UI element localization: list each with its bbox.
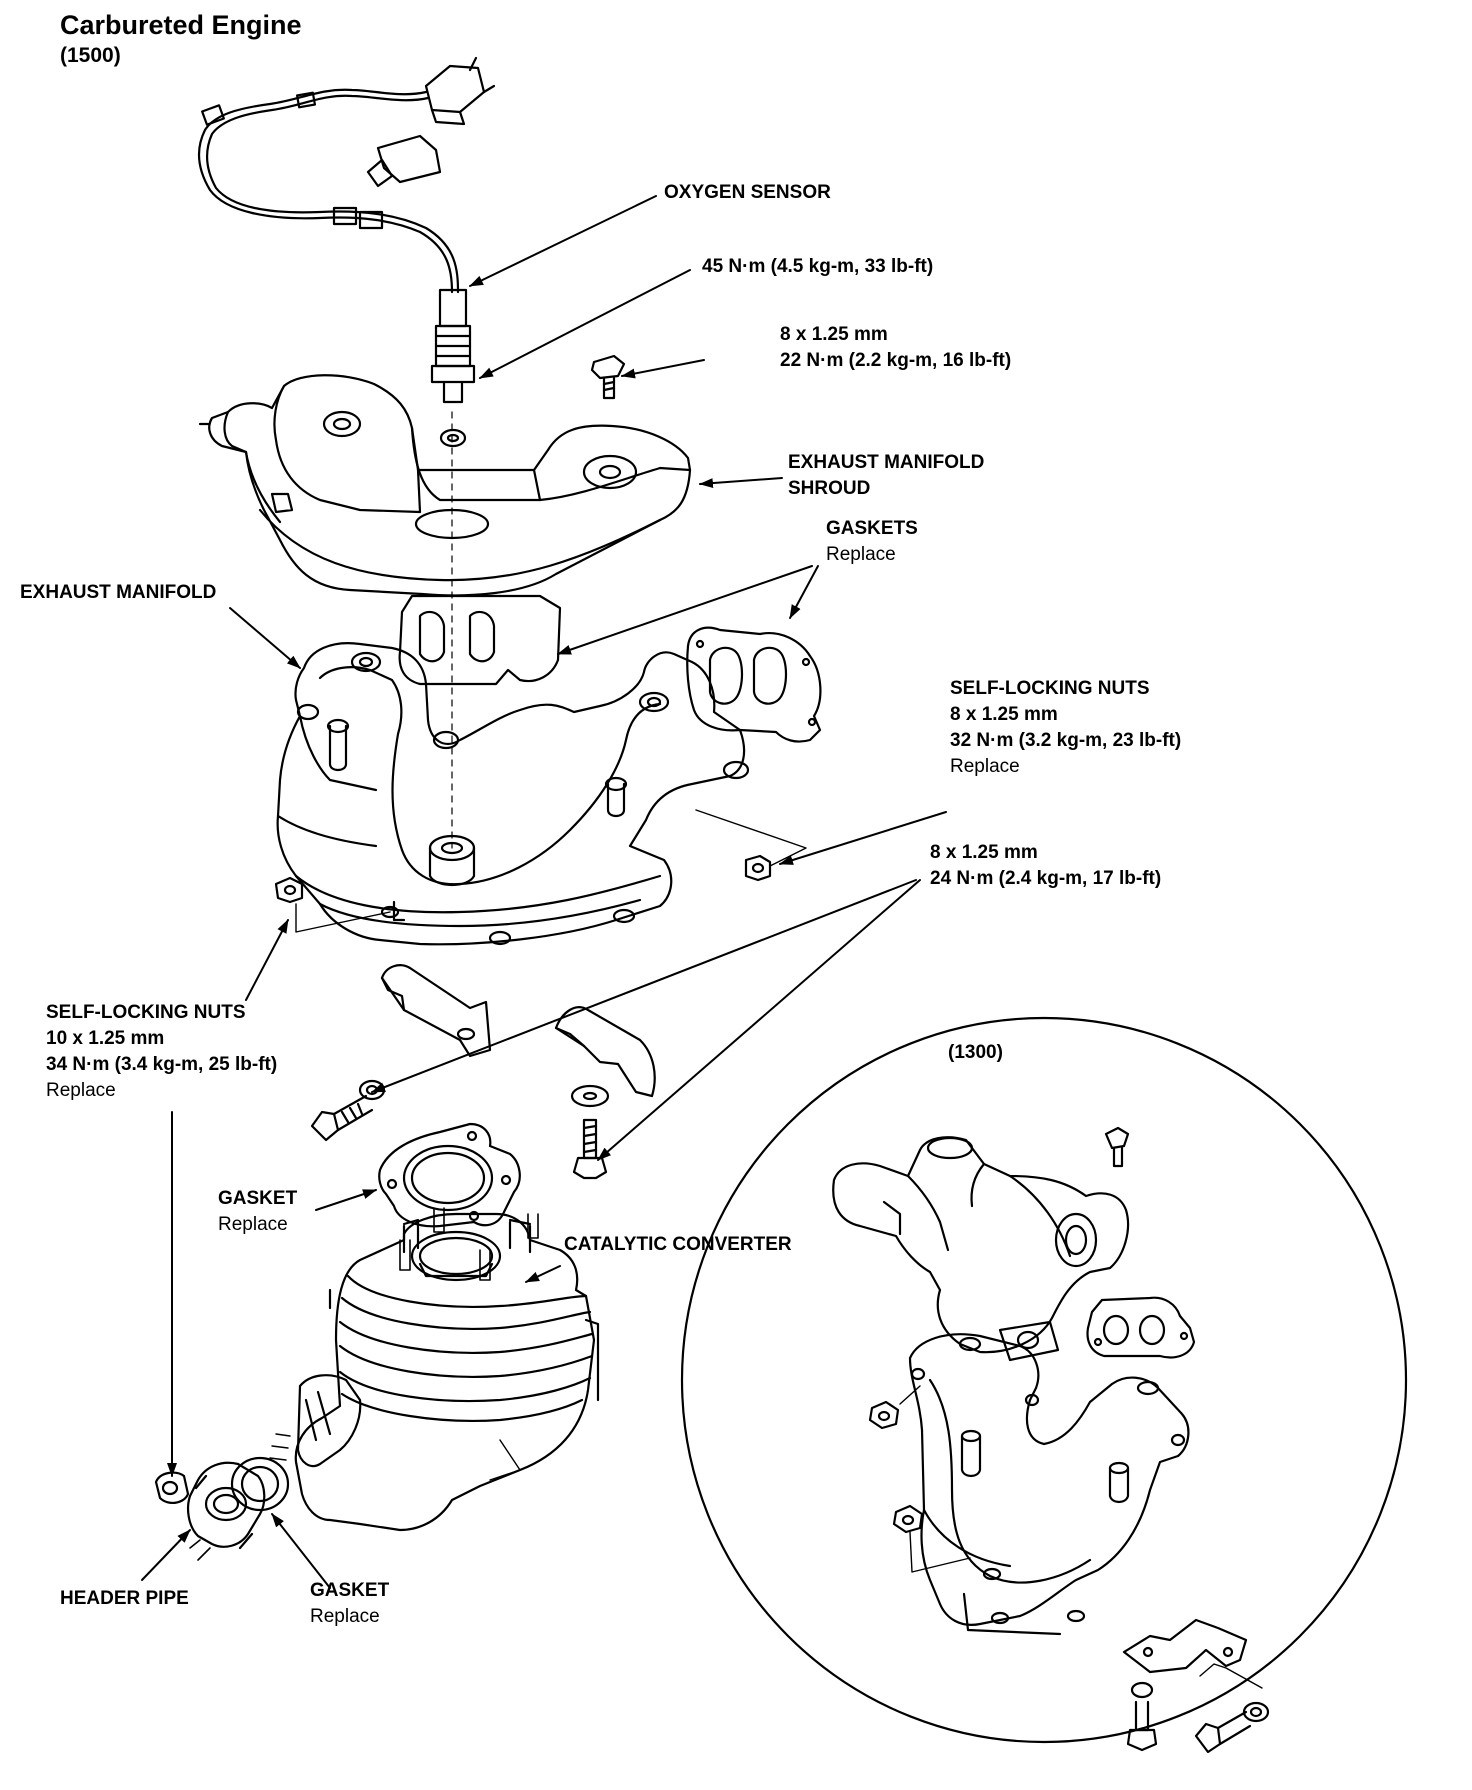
leader-arrows — [141, 195, 947, 1589]
label-inset-variant-1300: (1300) — [948, 1042, 1003, 1063]
label-upper-self-locking-nuts: SELF-LOCKING NUTS 8 x 1.25 mm 32 N·m (3.… — [950, 678, 1182, 777]
converter-gasket — [378, 1122, 521, 1228]
label-converter-gasket: GASKET Replace — [218, 1188, 298, 1235]
inset-circle — [680, 1016, 1408, 1744]
label-header-pipe: HEADER PIPE — [60, 1588, 189, 1609]
label-exhaust-manifold: EXHAUST MANIFOLD — [20, 582, 217, 603]
label-bracket-bolt: 8 x 1.25 mm 24 N·m (2.4 kg-m, 17 lb-ft) — [930, 842, 1162, 889]
inset-gaskets — [998, 1296, 1196, 1362]
exhaust-manifold-shroud — [198, 374, 692, 597]
shroud-bolt — [590, 354, 626, 400]
diagram-header: Carbureted Engine (1500) — [60, 8, 302, 70]
self-locking-nut-upper — [695, 809, 807, 882]
exhaust-manifold — [276, 642, 750, 946]
label-gaskets: GASKETS Replace — [826, 518, 918, 565]
label-shroud-bolt: 8 x 1.25 mm 22 N·m (2.2 kg-m, 16 lb-ft) — [780, 324, 1012, 371]
label-catalytic-converter: CATALYTIC CONVERTER — [564, 1234, 792, 1255]
label-lower-self-locking-nuts: SELF-LOCKING NUTS 10 x 1.25 mm 34 N·m (3… — [46, 1002, 278, 1101]
converter-bolt — [570, 1084, 610, 1180]
label-oxygen-sensor: OXYGEN SENSOR — [664, 182, 831, 203]
pipe-gasket — [230, 1456, 290, 1512]
inset-manifold — [908, 1333, 1190, 1636]
label-sensor-torque: 45 N·m (4.5 kg-m, 33 lb-ft) — [702, 256, 934, 277]
inset-shroud — [832, 1126, 1130, 1354]
manifold-gaskets — [398, 594, 822, 743]
oxygen-sensor — [197, 56, 496, 448]
label-exhaust-manifold-shroud: EXHAUST MANIFOLD SHROUD — [788, 452, 985, 499]
catalytic-converter — [269, 1207, 600, 1532]
diagram-variant-1500: (1500) — [60, 44, 121, 67]
label-pipe-gasket: GASKET Replace — [310, 1580, 390, 1627]
manifold-brackets — [380, 964, 656, 1098]
inset-bracket — [1122, 1618, 1270, 1754]
self-locking-nut-lower — [274, 876, 391, 933]
diagram-title: Carbureted Engine — [60, 10, 302, 40]
inset-nuts — [868, 1385, 971, 1573]
bracket-bolt — [310, 1079, 386, 1142]
header-pipe — [154, 1461, 266, 1561]
